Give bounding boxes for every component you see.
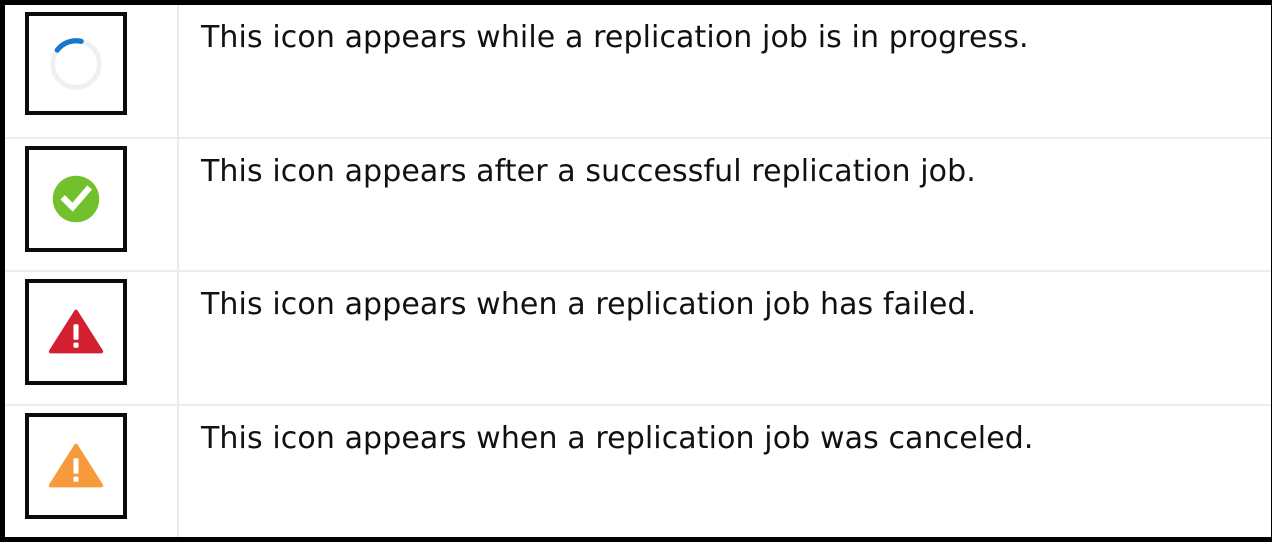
icon-box bbox=[25, 145, 127, 252]
icon-cell bbox=[5, 405, 179, 537]
error-warning-triangle-icon bbox=[48, 309, 104, 354]
row-description: This icon appears while a replication jo… bbox=[201, 20, 1029, 55]
description-cell: This icon appears after a successful rep… bbox=[179, 139, 1271, 271]
description-cell: This icon appears when a replication job… bbox=[179, 406, 1271, 538]
description-cell: This icon appears while a replication jo… bbox=[179, 5, 1271, 137]
success-check-circle-icon bbox=[52, 175, 100, 222]
icon-cell bbox=[5, 138, 179, 270]
table-row: This icon appears after a successful rep… bbox=[5, 138, 1271, 272]
icon-box bbox=[25, 12, 127, 115]
legend-row-group: This icon appears while a replication jo… bbox=[5, 5, 1271, 537]
table-row: This icon appears while a replication jo… bbox=[5, 5, 1271, 139]
icon-cell bbox=[5, 272, 179, 404]
table-row: This icon appears when a replication job… bbox=[5, 272, 1271, 406]
description-cell: This icon appears when a replication job… bbox=[179, 272, 1271, 404]
icon-cell bbox=[5, 5, 179, 137]
canceled-warning-triangle-icon bbox=[48, 443, 104, 487]
table-row: This icon appears when a replication job… bbox=[5, 405, 1271, 538]
icon-box bbox=[25, 279, 127, 385]
row-description: This icon appears when a replication job… bbox=[201, 287, 977, 322]
row-description: This icon appears when a replication job… bbox=[201, 420, 1034, 456]
row-description: This icon appears after a successful rep… bbox=[201, 153, 976, 189]
icon-box bbox=[25, 412, 127, 519]
spinner-in-progress-icon bbox=[50, 37, 102, 90]
